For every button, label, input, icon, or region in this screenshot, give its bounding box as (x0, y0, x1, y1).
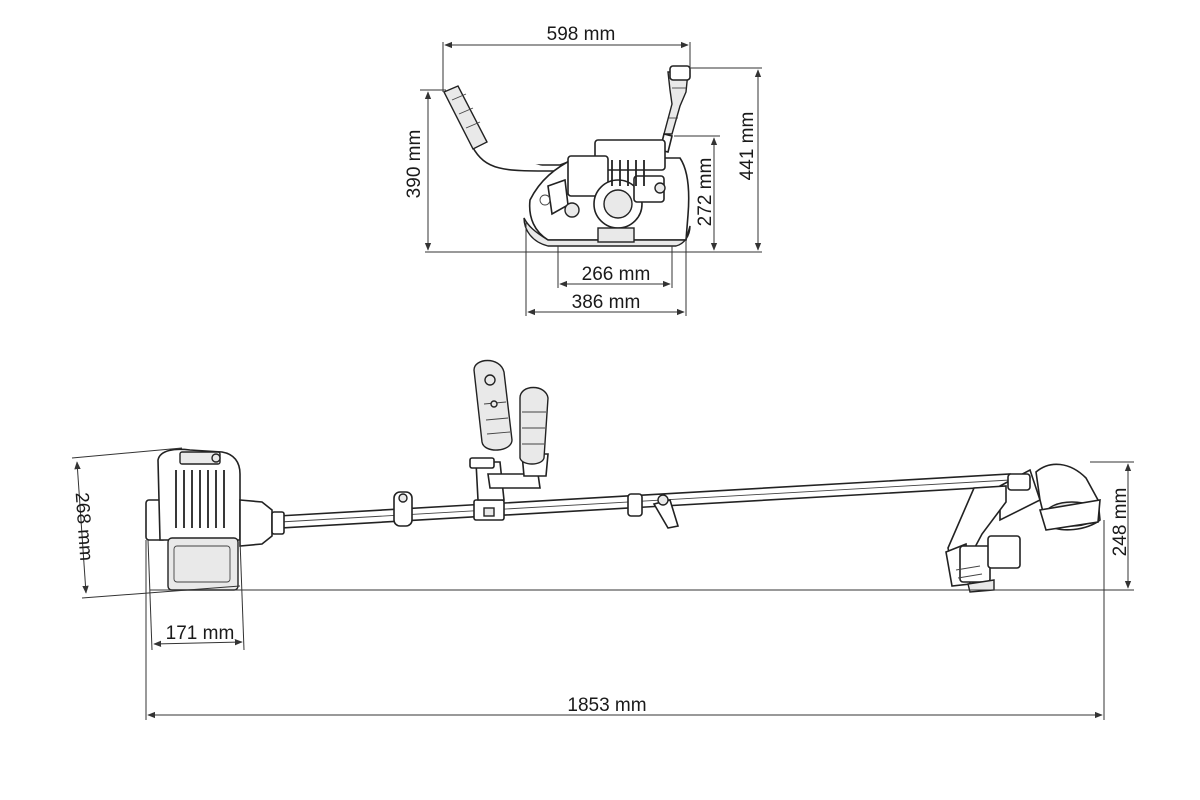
side-clamp (393, 491, 680, 529)
side-view: 268 mm 171 mm 248 mm 1853 mm (71, 359, 1134, 720)
dim-441: 441 mm (737, 112, 758, 181)
dim-1853: 1853 mm (567, 695, 646, 716)
front-left-handle (443, 85, 569, 172)
front-right-handle (659, 65, 691, 153)
dim-272: 272 mm (695, 158, 716, 227)
dim-268: 268 mm (71, 492, 97, 562)
side-cutting-head (945, 463, 1101, 593)
side-shaft (277, 473, 1013, 529)
dim-598: 598 mm (547, 24, 616, 45)
dim-248: 248 mm (1110, 488, 1131, 557)
side-handle-assembly (469, 359, 549, 521)
front-engine (523, 139, 691, 247)
front-view: 598 mm 390 mm 441 mm 272 mm 266 mm 386 m… (404, 24, 762, 316)
dim-390: 390 mm (404, 130, 425, 199)
dim-266: 266 mm (582, 264, 651, 285)
dim-171: 171 mm (166, 623, 235, 644)
side-engine (145, 448, 285, 591)
dim-386: 386 mm (572, 292, 641, 313)
